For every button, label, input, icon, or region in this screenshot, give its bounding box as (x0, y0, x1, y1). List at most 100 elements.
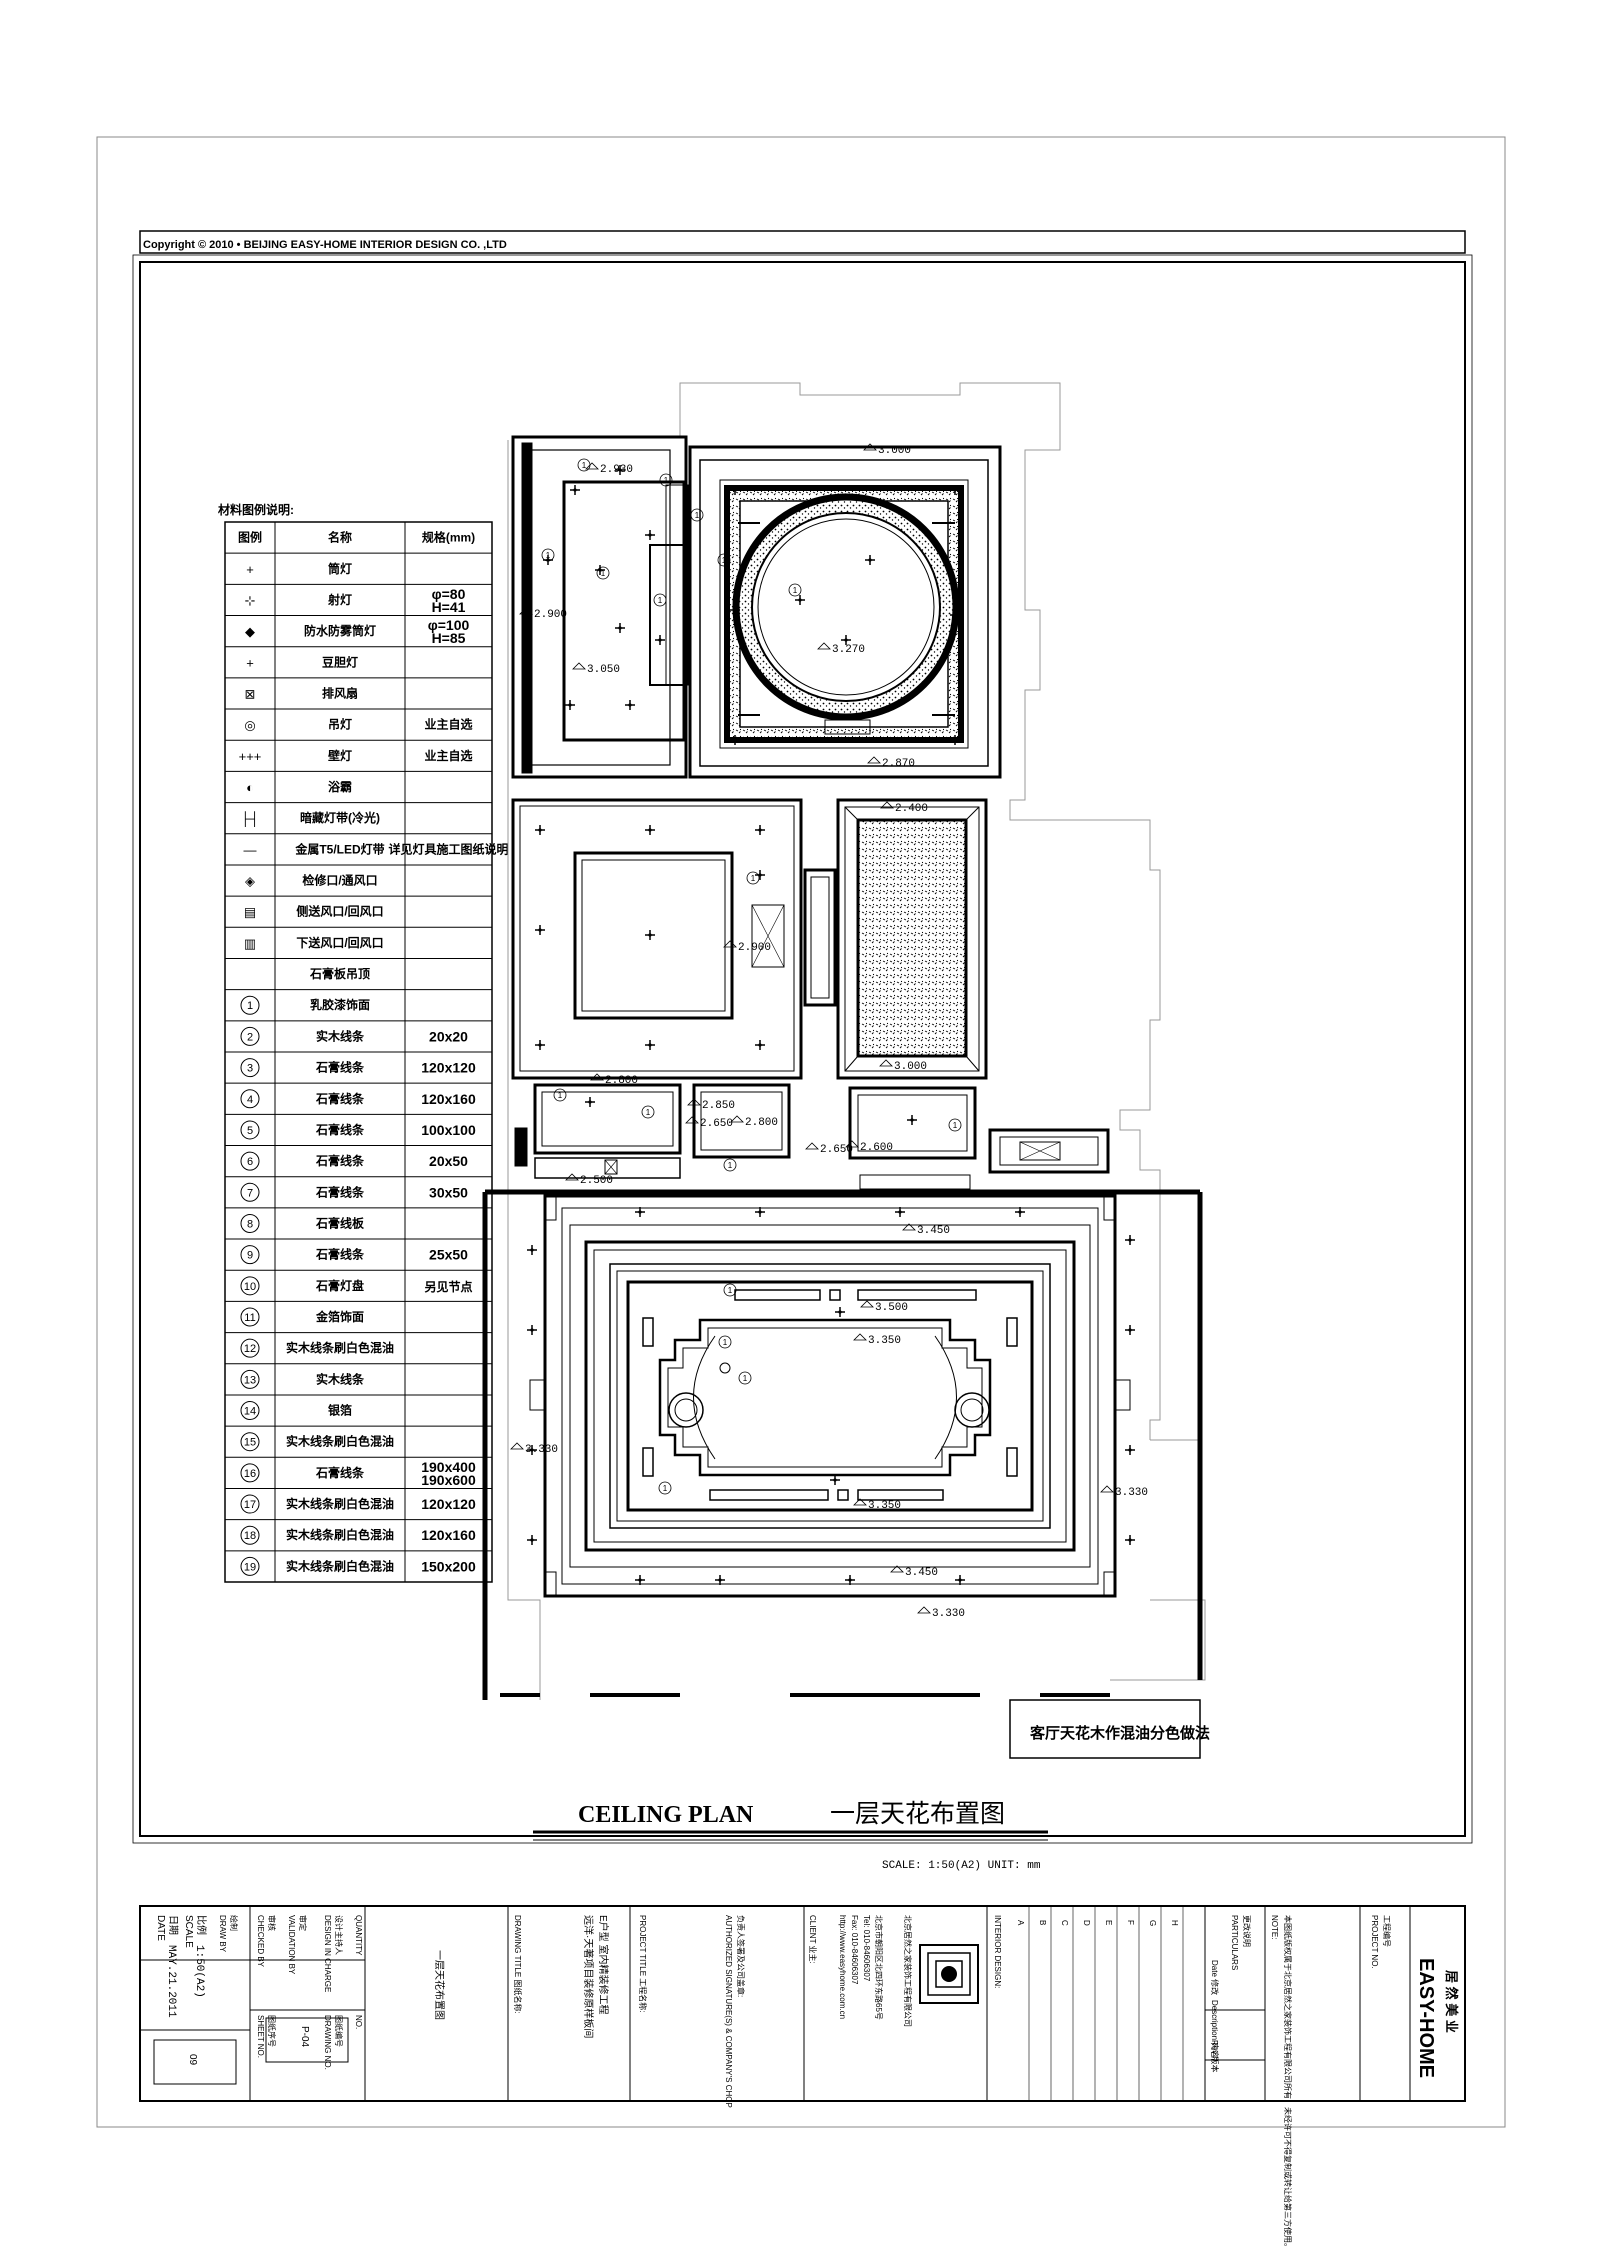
tb-draw-label: DRAW BY (218, 1915, 227, 1953)
legend-symbol-icon: ◈ (245, 874, 255, 889)
legend-number-badge (240, 1556, 260, 1576)
tb-validation-label: VALIDATION BY (287, 1915, 296, 1975)
legend-material-name: 银箔 (328, 1403, 352, 1418)
legend-number-badge (240, 1120, 260, 1140)
legend-material-name: 实木线条刷白色混油 (286, 1527, 394, 1542)
material-tag-number: 1 (953, 1121, 958, 1130)
particulars-column: Description 内容 (1210, 2000, 1220, 2058)
light-fixture-icon (907, 1115, 917, 1125)
legend-number: 5 (247, 1125, 253, 1137)
light-fixture-icon (645, 1040, 655, 1050)
legend-number-badge (240, 1401, 260, 1421)
legend-material-spec: 120x120 (421, 1060, 476, 1076)
legend-number: 13 (244, 1374, 256, 1386)
material-tag (541, 548, 555, 562)
legend-number: 3 (247, 1063, 253, 1075)
revision-marker: G (1148, 1920, 1157, 1926)
legend-symbol-icon: ◆ (245, 624, 255, 639)
room-middle-left (511, 798, 803, 1080)
legend-symbol-name: 检修口/通风口 (302, 873, 377, 888)
material-tag-number: 1 (751, 874, 756, 883)
material-tag-number: 1 (658, 596, 663, 605)
legend-symbol-spec: 业主自选 (424, 748, 472, 763)
legend-symbol-name: 筒灯 (328, 561, 352, 576)
legend-title: 材料图例说明: (217, 502, 294, 517)
legend-material-spec: 120x120 (421, 1496, 476, 1512)
elevation-label: 2.850 (702, 1100, 735, 1112)
revision-marker: A (1016, 1920, 1025, 1926)
room-top-right (688, 445, 1002, 779)
light-fixture-icon (755, 825, 765, 835)
elevation-label: 3.330 (525, 1444, 558, 1456)
elevation-label: 2.900 (738, 942, 771, 954)
elevation-label: 3.500 (875, 1302, 908, 1314)
light-fixture-icon (527, 1445, 537, 1455)
light-fixture-icon (950, 735, 960, 745)
light-fixture-icon (527, 1245, 537, 1255)
tb-drawing-no-label: DRAWING NO. (323, 2015, 332, 2070)
tb-brand-cn: 居 然 美 业 (1444, 1970, 1459, 2033)
legend-number-badge (240, 1494, 260, 1514)
light-fixture-icon (625, 700, 635, 710)
light-fixture-icon (755, 1207, 765, 1217)
legend-number: 10 (244, 1281, 256, 1293)
legend-symbol-icon: — (244, 842, 257, 857)
legend-symbol-spec: H=85 (432, 630, 466, 646)
light-fixture-icon (865, 555, 875, 565)
company-logo (919, 1944, 979, 2004)
legend-material-name: 石膏线条 (315, 1184, 365, 1199)
legend-number-badge (240, 1463, 260, 1483)
tb-drawing-title-label: DRAWING TITLE 图纸名称: (513, 1915, 523, 2014)
outer-wall-outline (679, 382, 1161, 1440)
legend-number: 6 (247, 1156, 253, 1168)
tb-scale-label: SCALE (183, 1915, 194, 1948)
tb-date-value: MAY.21.2011 (165, 1945, 177, 2018)
material-tag (553, 1088, 567, 1102)
tb-drawing-title: 一层天花布置图 (433, 1950, 446, 2020)
material-tag (948, 1118, 962, 1132)
elevation-label: 2.800 (605, 1075, 638, 1087)
legend-number: 9 (247, 1250, 253, 1262)
company-info-line: Tel: 010-84606307 (862, 1915, 871, 1982)
legend-header-cell: 规格(mm) (422, 530, 475, 545)
living-room-ceiling-outer (543, 1194, 1117, 1598)
legend-number-badge (240, 1276, 260, 1296)
material-tag-number: 1 (582, 461, 587, 470)
light-fixture-icon (535, 925, 545, 935)
legend-number: 17 (244, 1499, 256, 1511)
elevation-label: 2.870 (882, 758, 915, 770)
legend-number: 7 (247, 1187, 253, 1199)
legend-number: 2 (247, 1031, 253, 1043)
light-fixture-icon (730, 735, 740, 745)
tb-drawing-no-cn: 图纸编号 (334, 2015, 344, 2047)
revision-marker: D (1082, 1920, 1091, 1926)
elevation-label: 2.900 (534, 609, 567, 621)
tb-sheet-no-cn: 图纸序号 (267, 2015, 277, 2047)
revision-marker: B (1038, 1920, 1047, 1925)
light-fixture-icon (730, 485, 740, 495)
material-tag (596, 566, 610, 580)
room-top-left (511, 435, 688, 779)
small-room-1 (533, 1083, 682, 1155)
living-room-walls (482, 1189, 1203, 1700)
elevation-label: 3.330 (932, 1608, 965, 1620)
legend-number-badge (240, 1213, 260, 1233)
legend-material-spec: 190x600 (421, 1472, 476, 1488)
legend-number: 8 (247, 1218, 253, 1230)
tb-sheet-no-value: 09 (187, 2054, 198, 2066)
material-tag-number: 1 (558, 1091, 563, 1100)
light-fixture-icon (950, 485, 960, 495)
legend-number-badge (240, 1058, 260, 1078)
terrazzo-panel (856, 818, 968, 1058)
legend-material-spec: 另见节点 (424, 1279, 472, 1294)
tb-sheet-no-label: SHEET NO. (256, 2015, 265, 2058)
legend-material-name: 石膏线板 (315, 1215, 365, 1230)
copyright-bar (139, 230, 1466, 254)
copyright-text: Copyright © 2010 • BEIJING EASY-HOME INT… (143, 239, 507, 251)
tb-date-cn: 日期 (167, 1915, 179, 1935)
material-tag-number: 1 (663, 1484, 668, 1493)
legend-symbol-icon: ├┤ (241, 811, 259, 827)
legend-material-name: 石膏线条 (315, 1091, 365, 1106)
light-fixture-icon (595, 565, 605, 575)
company-info-line: Fax: 010-84606307 (850, 1915, 859, 1985)
